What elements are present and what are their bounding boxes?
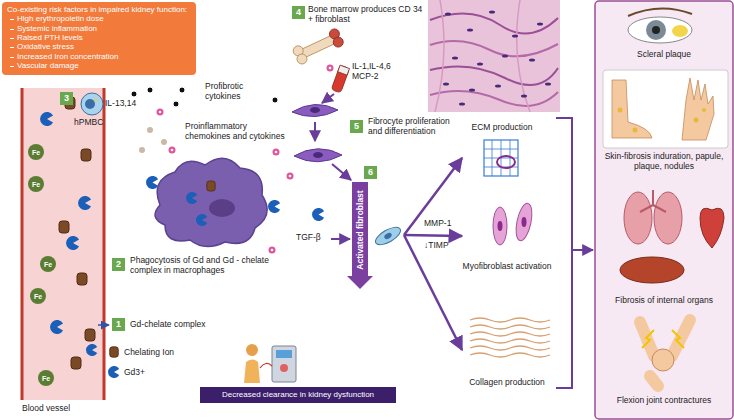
- node-text: Fe: [32, 181, 40, 188]
- iron-particle: Fe: [30, 288, 46, 304]
- node-text: Co-existing risk factors in impaired kid…: [7, 5, 191, 14]
- manifestation-node: Fibrosis of internal organs: [600, 296, 728, 306]
- callout-number: 1: [112, 318, 125, 331]
- annotation-label: Bone marrow produces CD 34 + fibroblast: [308, 5, 426, 25]
- annotation-label: Proinflammatory chemokines and cytokines: [185, 122, 293, 142]
- node-text: Fe: [42, 375, 50, 382]
- connector-arrow: [404, 235, 462, 350]
- iron-particle: Fe: [40, 256, 56, 272]
- risk-item: Oxidative stress: [7, 42, 191, 51]
- risk-item: Raised PTH levels: [7, 33, 191, 42]
- node-text: Collagen production: [469, 378, 545, 388]
- node-text: Fe: [44, 261, 52, 268]
- node-text: Fe: [32, 149, 40, 156]
- callout-number: 4: [292, 6, 305, 19]
- node-text: Myofibroblast activation: [463, 262, 552, 272]
- risk-item: Vascular damage: [7, 61, 191, 70]
- annotation-label: Profibrotic cytokines: [205, 82, 267, 102]
- risk-item: Systemic inflammation: [7, 24, 191, 33]
- risk-item: Increased Iron concentration: [7, 52, 191, 61]
- annotation-label: IL-1,IL-4,6 MCP-2: [352, 62, 414, 82]
- legend-entry: Chelating Ion: [108, 346, 174, 358]
- callout-number: 3: [60, 92, 73, 105]
- legend-entry: Gd3+: [108, 366, 145, 378]
- node-text: Flexion joint contractures: [600, 396, 728, 406]
- callout-number: 6: [364, 166, 377, 179]
- callout-number: 2: [112, 258, 125, 271]
- callout-number: 5: [350, 120, 363, 133]
- manifestation-node: Flexion joint contractures: [600, 396, 728, 406]
- clearance-box: Decreased clearance in kidney dysfunctio…: [200, 387, 396, 403]
- outcome-node: Collagen production: [462, 312, 552, 388]
- node-text: Activated fibroblast: [355, 190, 365, 269]
- annotation-label: Gd-chelate complex: [130, 320, 206, 330]
- risk-item: High erythropoietin dose: [7, 14, 191, 23]
- node-text: Decreased clearance in kidney dysfunctio…: [204, 390, 392, 400]
- legend-text: Gd3+: [124, 367, 145, 377]
- outcome-node: ECM production: [462, 123, 542, 193]
- node-text: Scleral plaque: [600, 50, 728, 60]
- annotation-label: MMP-1: [424, 219, 451, 229]
- annotation-label: Fibrocyte proliferation and differentiat…: [368, 117, 463, 137]
- annotation-label: Blood vessel: [22, 404, 70, 414]
- legend-swatch: [108, 366, 120, 378]
- node-text: Skin-fibrosis induration, papule, plaque…: [600, 152, 728, 172]
- connector-arrow: [404, 235, 462, 236]
- outcome-node: Myofibroblast activation: [462, 200, 552, 272]
- node-text: Fe: [34, 293, 42, 300]
- manifestation-node: Scleral plaque: [600, 50, 728, 60]
- risk-factor-box: Co-existing risk factors in impaired kid…: [2, 2, 196, 75]
- iron-particle: Fe: [28, 144, 44, 160]
- node-text: Fibrosis of internal organs: [600, 296, 728, 306]
- annotation-label: IL-13,14: [105, 99, 136, 109]
- legend-swatch: [108, 346, 120, 358]
- node-text: ECM production: [472, 123, 533, 133]
- manifestation-node: Skin-fibrosis induration, papule, plaque…: [600, 152, 728, 172]
- connector-arrow: [404, 158, 462, 235]
- legend-text: Chelating Ion: [124, 347, 174, 357]
- annotation-label: TGF-β: [296, 233, 321, 243]
- annotation-label: ↓TIMP: [424, 241, 449, 251]
- iron-particle: Fe: [38, 370, 54, 386]
- annotation-label: Phagocytosis of Gd and Gd - chelate comp…: [130, 256, 288, 276]
- iron-particle: Fe: [28, 176, 44, 192]
- annotation-label: hPMBC: [74, 118, 103, 128]
- fibroblast-node: Activated fibroblast: [350, 182, 404, 288]
